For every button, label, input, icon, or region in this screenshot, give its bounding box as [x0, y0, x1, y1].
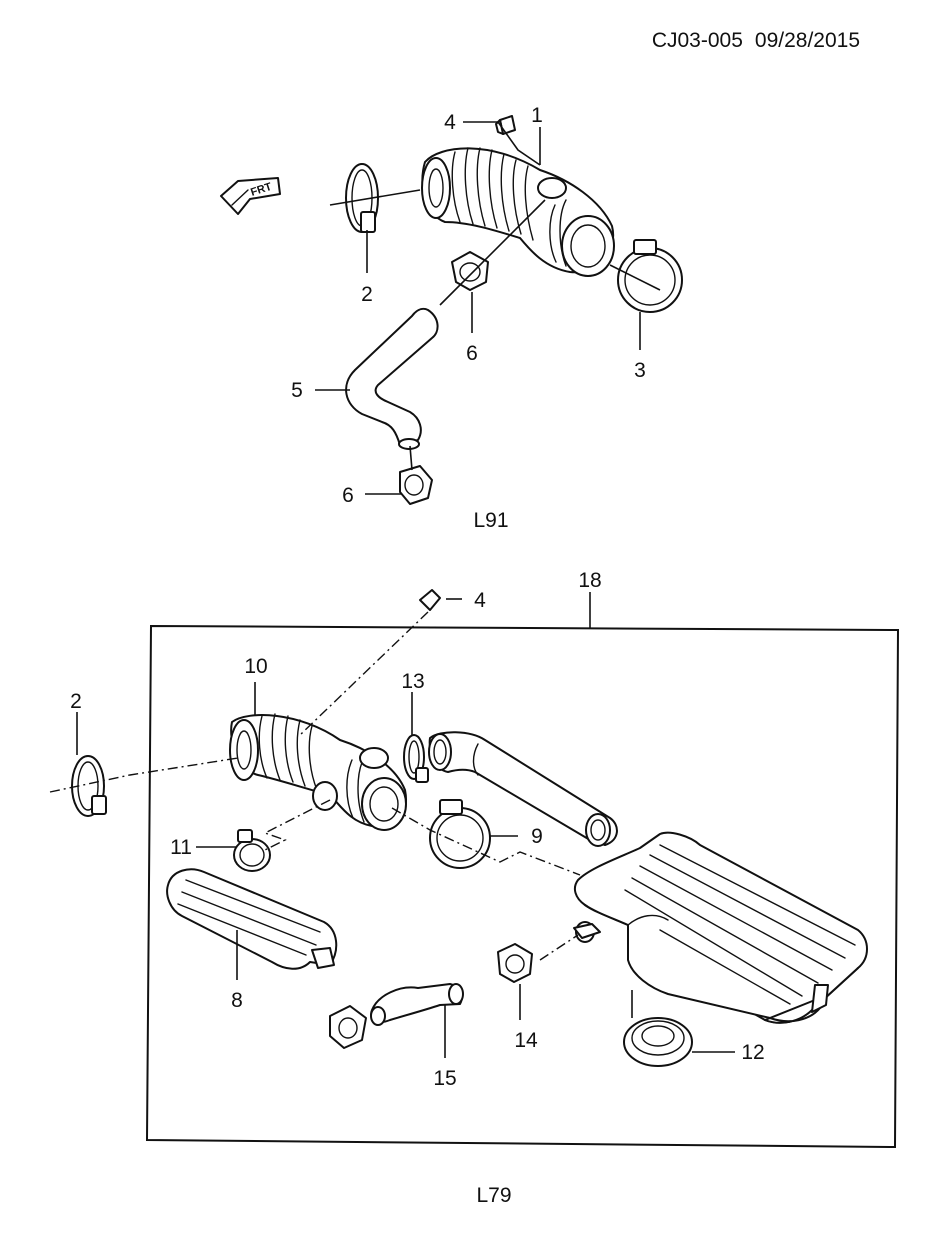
part-15-breather-hose: [370, 983, 464, 1026]
part-9-hose-clamp: [429, 799, 491, 869]
part-6-small-clamp-top: [451, 251, 489, 291]
callout-12: 12: [741, 1041, 764, 1064]
part-13-hose-clamp: [403, 734, 429, 783]
part-4-plug-lower: [419, 589, 441, 611]
diagram-code-date: CJ03-005 09/28/2015: [652, 29, 860, 52]
part-18-assembly-box: [145, 624, 900, 1149]
callout-3: 3: [634, 359, 646, 382]
diagram-code: CJ03-005: [652, 29, 743, 52]
engine-label-l91: L91: [473, 509, 508, 532]
callout-2: 2: [361, 283, 373, 306]
callout-13: 13: [401, 670, 424, 693]
part-15-small-clamp: [329, 1005, 367, 1049]
part-11-hose-clamp: [233, 829, 271, 872]
callout-14: 14: [514, 1029, 538, 1052]
part-8-resonator: [166, 868, 338, 970]
part-3-hose-clamp: [617, 239, 683, 313]
diagram-date: 09/28/2015: [755, 29, 860, 52]
callout-4: 4: [444, 111, 456, 134]
part-1-intake-duct: [421, 147, 615, 277]
callout-11: 11: [170, 836, 192, 859]
callout-18: 18: [578, 569, 601, 592]
part-2-hose-clamp: [345, 163, 379, 233]
engine-label-l79: L79: [476, 1184, 511, 1207]
part-10-intake-duct: [229, 713, 407, 831]
callout-5: 5: [291, 379, 303, 402]
callout-4-lower: 4: [474, 589, 486, 612]
callout-2-lower: 2: [70, 690, 82, 713]
air-cleaner-housing: [573, 831, 868, 1024]
part-6-small-clamp-bottom: [399, 465, 433, 505]
callout-10: 10: [244, 655, 267, 678]
part-5-breather-hose: [345, 307, 439, 450]
front-direction-arrow-icon: FRT: [220, 177, 281, 215]
callout-15: 15: [433, 1067, 456, 1090]
callout-1: 1: [531, 104, 543, 127]
part-4-plug: [495, 115, 516, 135]
callout-6a: 6: [466, 342, 478, 365]
part-12-grommet: [623, 1017, 693, 1067]
callout-9: 9: [531, 825, 543, 848]
part-14-small-clamp: [497, 943, 533, 983]
air-inlet-tube: [428, 731, 618, 847]
callout-8: 8: [231, 989, 243, 1012]
callout-6b: 6: [342, 484, 354, 507]
lower-assembly: 18 4 2 10 13 11 9 8 14 15 12 L79: [49, 569, 900, 1207]
upper-assembly: FRT: [220, 104, 683, 532]
part-2-hose-clamp-lower: [71, 755, 107, 817]
